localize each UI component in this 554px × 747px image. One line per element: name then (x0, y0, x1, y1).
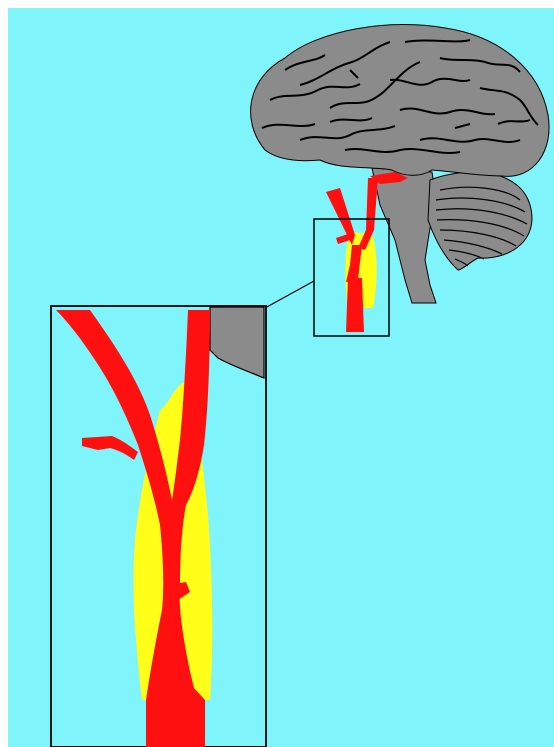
magnified-inset (51, 306, 266, 747)
